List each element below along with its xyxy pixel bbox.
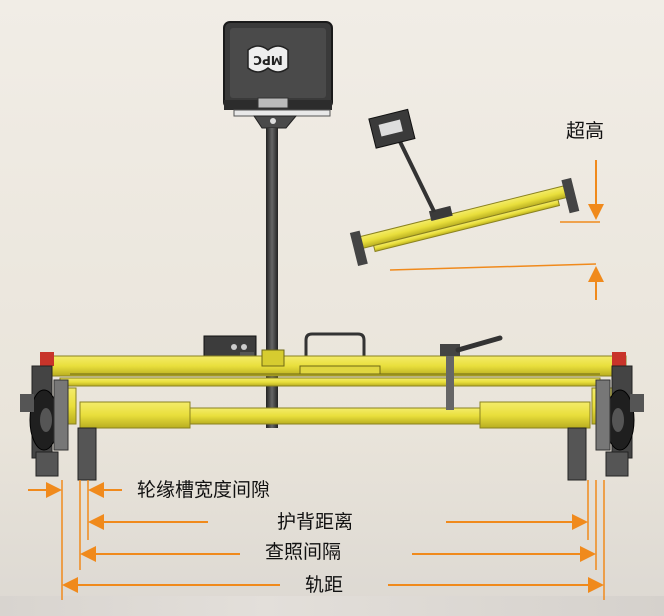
label-superelevation: 超高 (566, 120, 605, 142)
mpc-logo: MPC (247, 45, 289, 73)
main-beam (43, 349, 627, 429)
left-wheel-assembly (20, 365, 97, 481)
label-flange-groove-gap: 轮缘槽宽度间隙 (137, 479, 271, 501)
right-wheel-assembly (567, 365, 644, 481)
left-red-block (40, 352, 54, 366)
label-track-gauge: 轨距 (305, 574, 344, 596)
carry-handle (304, 332, 366, 360)
superelevation-dimension (389, 160, 604, 300)
tilted-trolley (349, 108, 580, 267)
main-display-unit: MPC (223, 21, 333, 129)
lock-lever (440, 335, 503, 410)
right-red-block (612, 352, 626, 366)
svg-text:MPC: MPC (253, 53, 283, 67)
label-back-to-back: 护背距离 (277, 511, 354, 533)
floor (0, 596, 664, 616)
label-check-gauge: 查照间隔 (265, 541, 342, 563)
